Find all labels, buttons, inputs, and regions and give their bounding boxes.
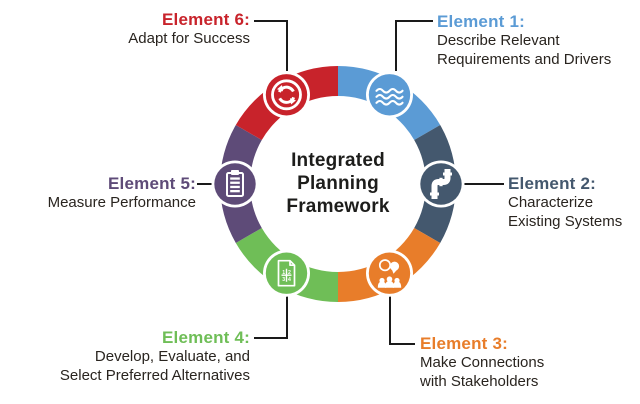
element-5-label: Element 5: Measure Performance (48, 174, 196, 213)
element-1-label: Element 1: Describe Relevant Requirement… (437, 12, 611, 69)
pipes-icon (417, 160, 465, 208)
stakeholders-icon (366, 249, 413, 297)
svg-text:3: 3 (282, 277, 285, 283)
connector-element-4 (254, 296, 288, 339)
element-6-description: Adapt for Success (128, 30, 250, 47)
connector-element-3 (389, 296, 415, 345)
element-2-description: Characterize Existing Systems (508, 194, 623, 230)
diagram-center-title: Integrated Planning Framework (286, 150, 390, 217)
element-5-description: Measure Performance (47, 194, 196, 211)
svg-text:1: 1 (282, 270, 285, 276)
water-waves-icon (366, 71, 413, 119)
svg-text:2: 2 (288, 270, 291, 276)
svg-text:4: 4 (288, 277, 291, 283)
element-3-description: Make Connections with Stakeholders (420, 354, 545, 390)
clipboard-checklist-icon (211, 160, 259, 208)
connector-element-1 (395, 20, 433, 71)
element-4-label: Element 4: Develop, Evaluate, and Select… (60, 328, 250, 385)
connector-element-6 (254, 20, 288, 71)
cycle-arrows-icon (263, 71, 310, 119)
element-5-heading: Element 5: (108, 174, 196, 193)
element-1-heading: Element 1: (437, 12, 525, 31)
element-4-heading: Element 4: (162, 328, 250, 347)
element-6-heading: Element 6: (162, 10, 250, 29)
element-2-heading: Element 2: (508, 174, 596, 193)
element-3-label: Element 3: Make Connections with Stakeho… (420, 334, 544, 391)
element-6-label: Element 6: Adapt for Success (128, 10, 250, 49)
element-4-description: Develop, Evaluate, and Select Preferred … (59, 348, 250, 384)
element-3-heading: Element 3: (420, 334, 508, 353)
element-1-description: Describe Relevant Requirements and Drive… (437, 32, 612, 68)
element-2-label: Element 2: Characterize Existing Systems (508, 174, 622, 231)
